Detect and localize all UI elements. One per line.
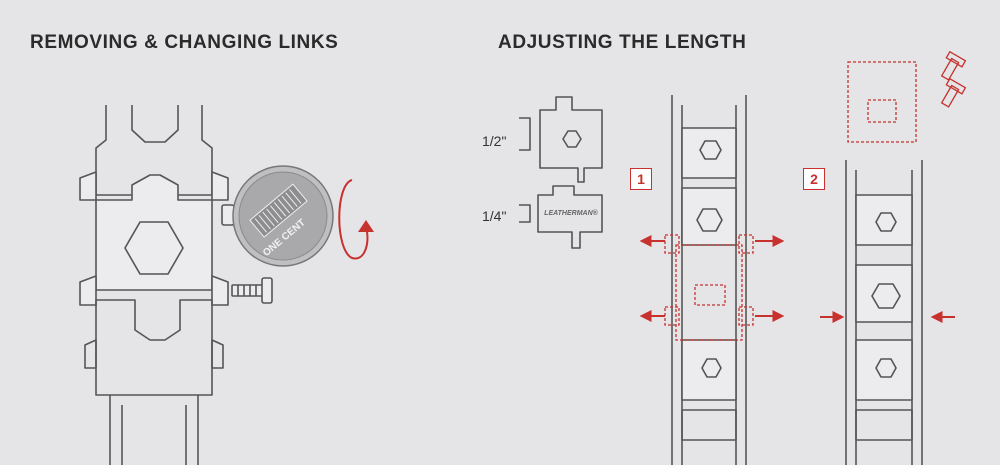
- step-2-badge: 2: [803, 168, 825, 190]
- arrow-right-icon: [755, 235, 785, 322]
- screw-icon: [231, 277, 273, 304]
- link-brand-label: LEATHERMAN®: [544, 209, 598, 217]
- bracelet-closeup: [79, 105, 235, 465]
- bracelet-step-2: [845, 61, 923, 465]
- quarter-inch-label: 1/4": [482, 208, 507, 224]
- coin-illustration: [232, 165, 334, 267]
- step-1-badge: 1: [630, 168, 652, 190]
- bracelet-step-1: [664, 95, 754, 465]
- half-inch-label: 1/2": [482, 133, 507, 149]
- rotate-arrow-icon: [338, 179, 374, 260]
- adjusting-length-heading: ADJUSTING THE LENGTH: [498, 32, 747, 53]
- removing-links-heading: REMOVING & CHANGING LINKS: [30, 32, 339, 53]
- screw-icon: [940, 50, 967, 108]
- arrow-left-icon: [639, 235, 665, 322]
- quarter-inch-link: [519, 185, 603, 249]
- half-inch-link: [519, 96, 603, 183]
